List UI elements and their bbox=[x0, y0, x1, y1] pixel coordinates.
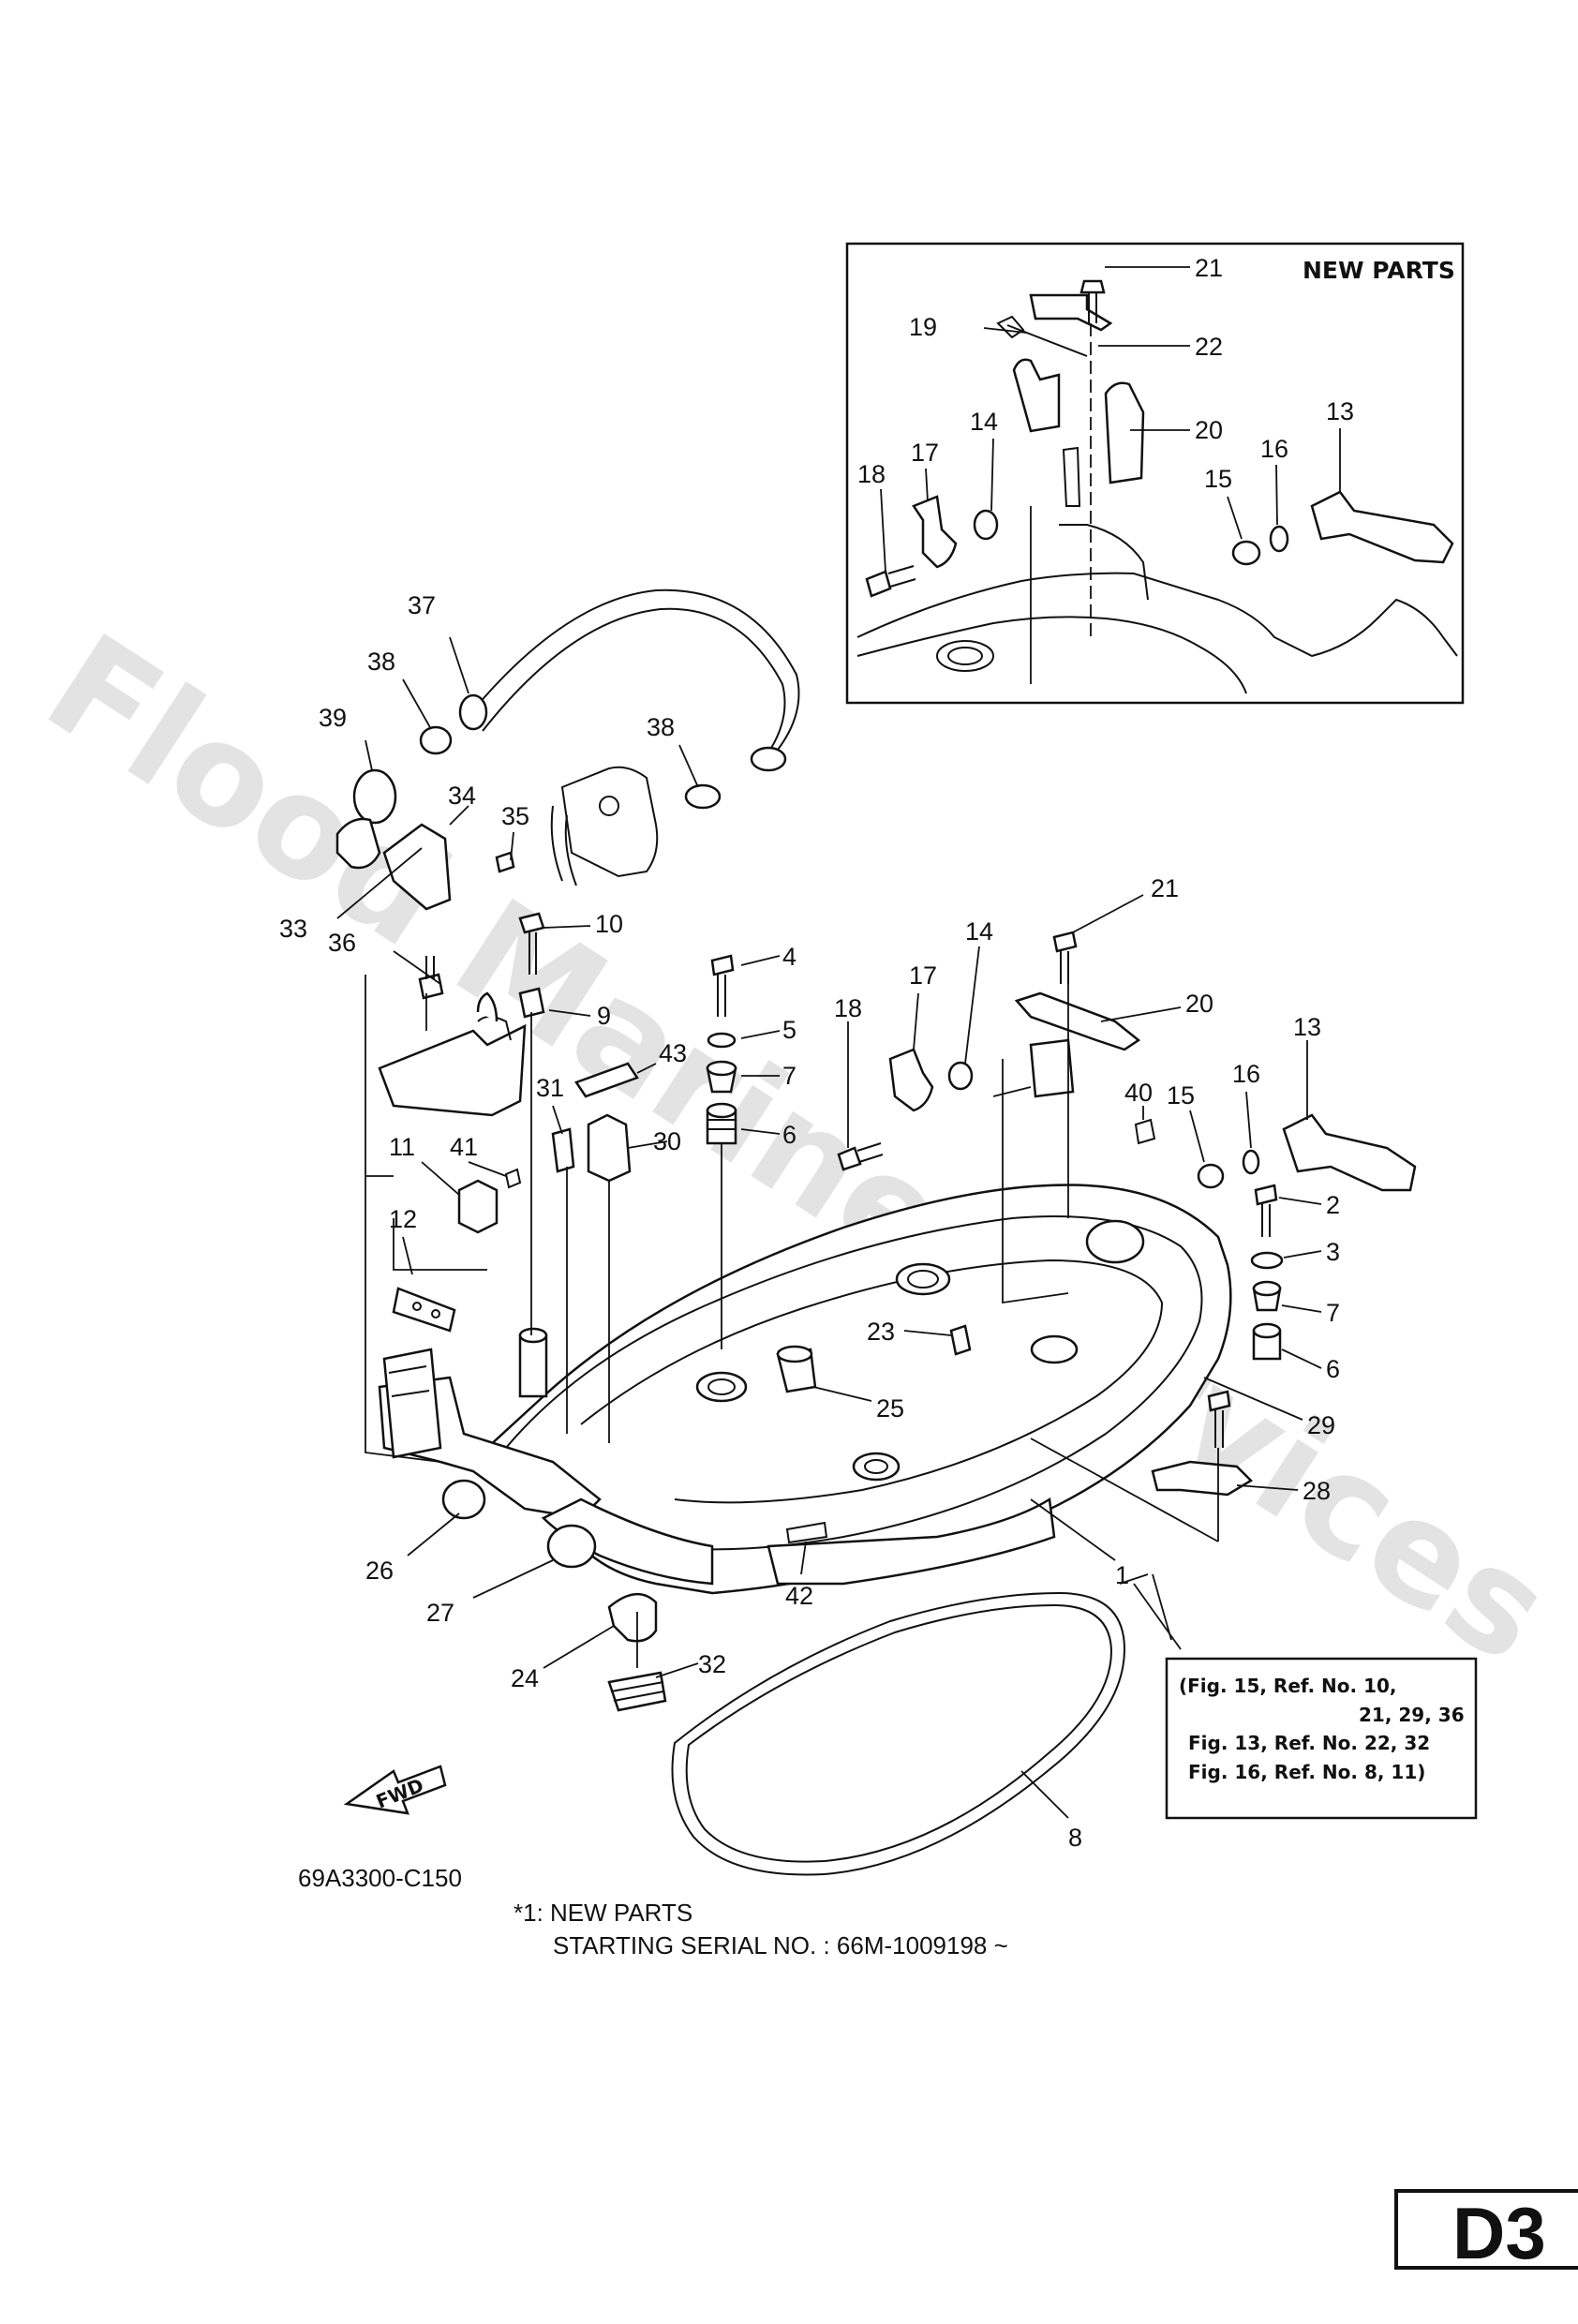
callout-37: 37 bbox=[408, 591, 436, 619]
reference-line-4: Fig. 16, Ref. No. 8, 11) bbox=[1188, 1761, 1425, 1783]
callout-24: 24 bbox=[511, 1664, 539, 1692]
part-11-block bbox=[457, 1179, 499, 1234]
main-assembly: FWD bbox=[279, 588, 1417, 1876]
callout-7-left: 7 bbox=[782, 1062, 796, 1090]
callout-17: 17 bbox=[909, 961, 937, 990]
callout-35: 35 bbox=[501, 802, 529, 830]
part-32-grommet bbox=[607, 1671, 667, 1712]
callout-25: 25 bbox=[876, 1394, 904, 1423]
callout-16-inset: 16 bbox=[1260, 435, 1288, 463]
callout-21: 21 bbox=[1151, 874, 1179, 902]
callout-10: 10 bbox=[595, 910, 623, 938]
footnote-line-2: STARTING SERIAL NO. : 66M-1009198 ~ bbox=[553, 1931, 1008, 1959]
page-code: D3 bbox=[1452, 2192, 1546, 2274]
callout-43: 43 bbox=[659, 1039, 687, 1067]
callout-41: 41 bbox=[450, 1133, 478, 1161]
callout-18-inset: 18 bbox=[857, 460, 886, 488]
reference-note-box: (Fig. 15, Ref. No. 10, 21, 29, 36 Fig. 1… bbox=[1165, 1657, 1478, 1820]
callout-38-left: 38 bbox=[367, 648, 395, 676]
callout-23: 23 bbox=[867, 1318, 895, 1346]
callout-5: 5 bbox=[782, 1016, 796, 1044]
callout-14-inset: 14 bbox=[970, 408, 998, 436]
callout-39: 39 bbox=[319, 704, 347, 732]
callout-20: 20 bbox=[1185, 990, 1213, 1018]
figure-code: 69A3300-C150 bbox=[298, 1864, 462, 1892]
part-8-seal bbox=[671, 1591, 1126, 1876]
inset-title: NEW PARTS bbox=[1303, 257, 1455, 284]
callout-2: 2 bbox=[1326, 1191, 1340, 1219]
reference-line-1: (Fig. 15, Ref. No. 10, bbox=[1179, 1675, 1397, 1697]
callout-20-inset: 20 bbox=[1195, 416, 1223, 444]
callout-6-left: 6 bbox=[782, 1121, 796, 1149]
callout-19-inset: 19 bbox=[909, 313, 937, 341]
callout-9: 9 bbox=[597, 1002, 611, 1030]
reference-line-3: Fig. 13, Ref. No. 22, 32 bbox=[1188, 1732, 1430, 1754]
part-27-plug bbox=[546, 1524, 597, 1569]
part-24-plug bbox=[607, 1593, 658, 1643]
callout-13-inset: 13 bbox=[1326, 397, 1354, 425]
callout-27: 27 bbox=[426, 1599, 454, 1627]
callout-14: 14 bbox=[965, 917, 993, 946]
part-12-plate bbox=[392, 1287, 456, 1333]
callout-32: 32 bbox=[698, 1650, 726, 1678]
callout-15-inset: 15 bbox=[1204, 465, 1232, 493]
callout-17-inset: 17 bbox=[911, 439, 939, 467]
callout-28: 28 bbox=[1303, 1477, 1331, 1505]
callout-13: 13 bbox=[1293, 1013, 1321, 1041]
part-26-plug bbox=[441, 1479, 486, 1520]
page-code-tab: D3 bbox=[1394, 2189, 1578, 2274]
callout-15: 15 bbox=[1167, 1081, 1195, 1110]
reference-line-2: 21, 29, 36 bbox=[1359, 1704, 1465, 1726]
callout-34: 34 bbox=[448, 782, 476, 810]
callout-4: 4 bbox=[782, 943, 796, 971]
callout-22-inset: 22 bbox=[1195, 333, 1223, 361]
callout-3: 3 bbox=[1326, 1238, 1340, 1266]
callout-8: 8 bbox=[1068, 1824, 1082, 1852]
callout-1: 1 bbox=[1115, 1561, 1129, 1589]
new-parts-inset: NEW PARTS bbox=[845, 242, 1465, 705]
callout-7-right: 7 bbox=[1326, 1299, 1340, 1327]
callout-26: 26 bbox=[365, 1557, 394, 1585]
callout-33: 33 bbox=[279, 915, 307, 943]
callout-40: 40 bbox=[1124, 1079, 1153, 1107]
callout-29: 29 bbox=[1307, 1411, 1335, 1439]
callout-36: 36 bbox=[328, 929, 356, 957]
callout-38-right: 38 bbox=[647, 713, 675, 741]
callout-18: 18 bbox=[834, 994, 862, 1022]
fwd-arrow: FWD bbox=[343, 1765, 447, 1815]
callout-16: 16 bbox=[1232, 1060, 1260, 1088]
callout-21-inset: 21 bbox=[1195, 254, 1223, 282]
footnote-line-1: *1: NEW PARTS bbox=[514, 1899, 692, 1927]
callout-30: 30 bbox=[653, 1127, 681, 1155]
callout-31: 31 bbox=[536, 1074, 564, 1102]
callout-12: 12 bbox=[389, 1205, 417, 1233]
callout-6-right: 6 bbox=[1326, 1355, 1340, 1383]
callout-11: 11 bbox=[389, 1133, 415, 1161]
callout-42: 42 bbox=[785, 1582, 813, 1610]
